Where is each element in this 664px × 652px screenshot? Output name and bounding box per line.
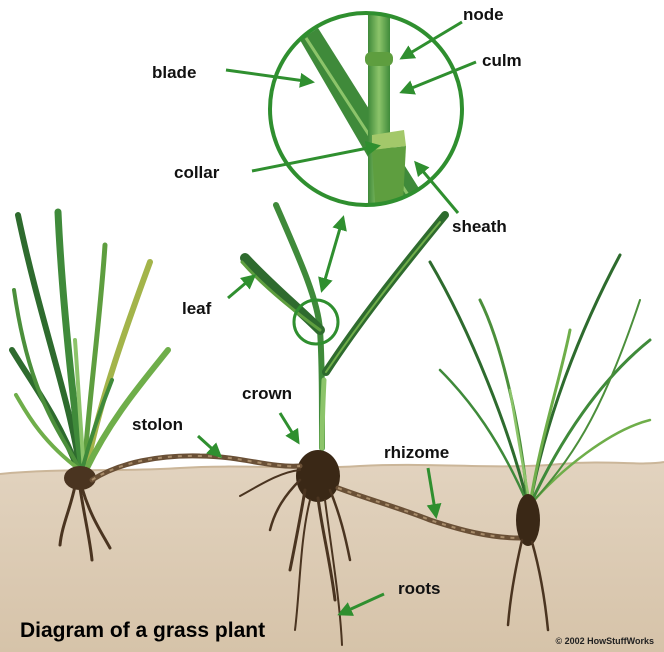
label-blade: blade: [152, 63, 196, 82]
arrow-crown: [280, 413, 298, 442]
zoom-node: [365, 52, 393, 66]
label-leaf: leaf: [182, 299, 212, 318]
copyright-notice: © 2002 HowStuffWorks: [556, 636, 655, 646]
label-rhizome: rhizome: [384, 443, 449, 462]
arrow-leaf: [228, 276, 254, 298]
label-roots: roots: [398, 579, 441, 598]
middle-grass-plant: [242, 205, 445, 448]
zoom-sheath: [372, 146, 406, 220]
label-stolon: stolon: [132, 415, 183, 434]
zoom-detail: [270, 0, 462, 220]
label-node: node: [463, 5, 504, 24]
label-sheath: sheath: [452, 217, 507, 236]
leaf-blade: [245, 258, 320, 330]
arrow-stolon: [198, 436, 220, 456]
diagram-caption: Diagram of a grass plant: [20, 619, 265, 643]
label-culm: culm: [482, 51, 522, 70]
label-crown: crown: [242, 384, 292, 403]
label-collar: collar: [174, 163, 220, 182]
zoom-connector-arrow: [322, 218, 343, 290]
